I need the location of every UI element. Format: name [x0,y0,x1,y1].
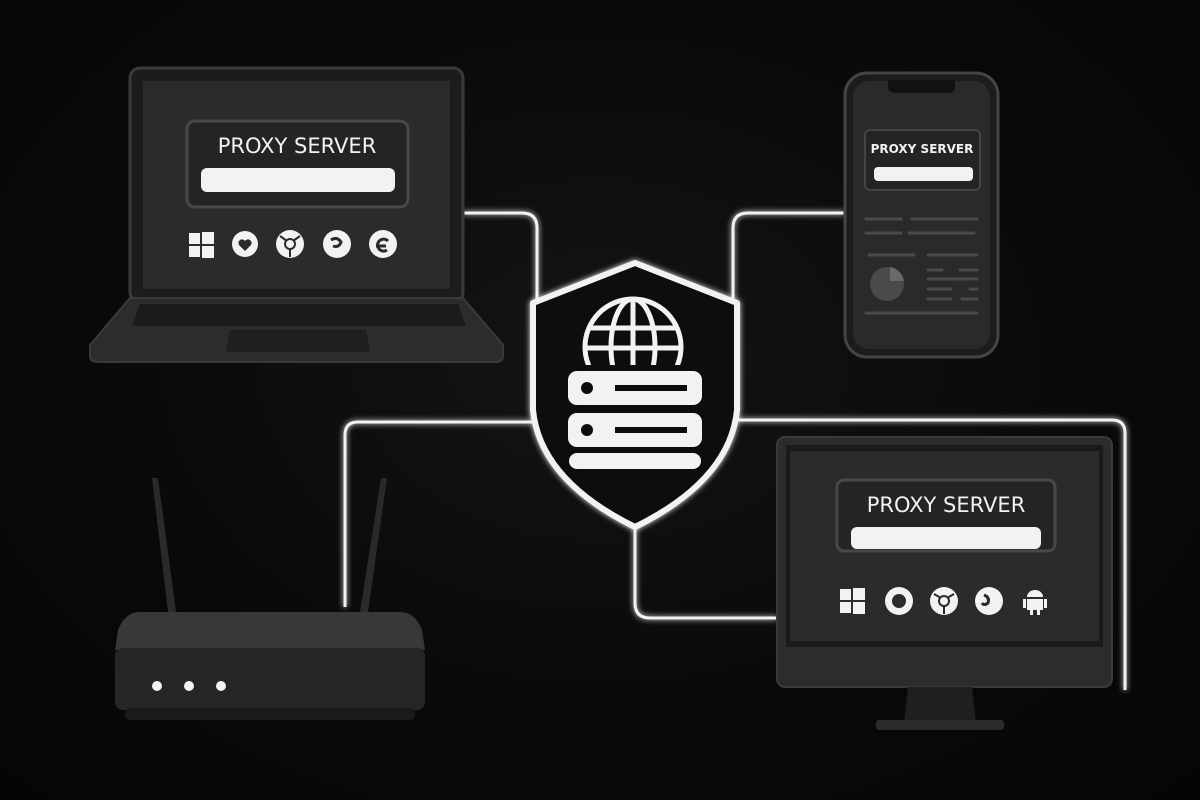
android-icon [1023,590,1047,615]
phone: PROXY SERVER [843,71,1000,359]
connector-router [343,420,533,607]
server-stack-icon [568,371,702,469]
monitor-foot [876,720,1004,730]
connector-laptop [463,211,539,300]
router-led [152,681,162,691]
firefox-icon [975,587,1003,615]
connector-desktop [737,418,1127,690]
chrome-icon [276,230,304,258]
opera-icon [885,587,913,615]
phone-notch [888,80,955,93]
laptop: PROXY SERVER [89,66,504,363]
phone-screen-title: PROXY SERVER [871,142,974,156]
router-led [184,681,194,691]
router-antenna-right [360,478,387,612]
heart-browser-icon [232,231,258,257]
edge-icon [369,230,397,258]
phone-input-bar[interactable] [874,167,973,181]
windows-icon [840,588,865,614]
desktop-input-bar[interactable] [851,527,1041,549]
chrome-icon [930,587,958,615]
laptop-keyboard [132,304,466,326]
router-led [216,681,226,691]
desktop-monitor: PROXY SERVER [776,436,1113,730]
laptop-input-bar[interactable] [201,168,395,192]
router-antenna-left [152,478,176,612]
shield-globe-server-icon [530,260,740,530]
windows-icon [189,232,214,258]
laptop-screen-title: PROXY SERVER [218,134,377,158]
connector-desktop-bottom [633,527,777,620]
laptop-trackpad[interactable] [226,330,370,352]
router [115,478,425,720]
desktop-screen-title: PROXY SERVER [867,493,1026,517]
firefox-icon [323,230,351,258]
connection-lines [343,211,1127,690]
pie-chart-icon [870,267,904,301]
globe-icon [582,296,684,365]
connector-phone [731,211,845,300]
monitor-stand [904,687,976,722]
phone-content-lines [864,217,979,315]
